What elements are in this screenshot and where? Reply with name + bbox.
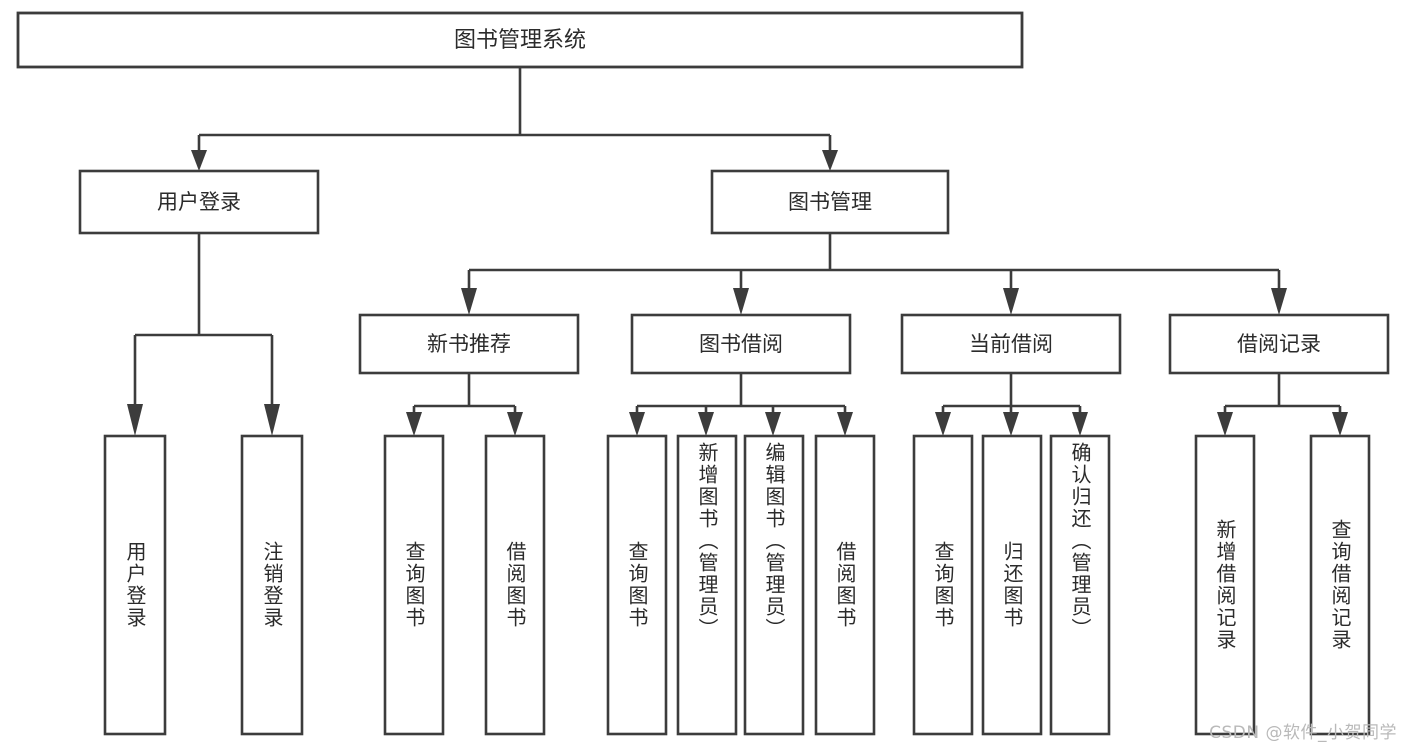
leaf-box-user-login-logout[interactable] xyxy=(240,434,304,736)
arrow-borrowrecord-leaf-1 xyxy=(1217,412,1233,436)
arrow-to-new-book xyxy=(461,288,477,315)
arrow-borrowrecord-leaf-2 xyxy=(1332,412,1348,436)
node-user-login[interactable]: 用户登录 xyxy=(78,169,320,235)
node-user-login-box[interactable] xyxy=(78,169,320,235)
leaf-box-currentborrow-confirm[interactable] xyxy=(1049,434,1111,736)
node-borrow-record-label: 借阅记录 xyxy=(1237,332,1321,356)
arrow-to-user-login xyxy=(191,150,207,171)
leaf-box-currentborrow-return[interactable] xyxy=(981,434,1043,736)
node-root-label: 图书管理系统 xyxy=(454,28,586,53)
node-user-login-label: 用户登录 xyxy=(157,190,241,214)
edges-layer xyxy=(127,67,1348,436)
leaf-box-bookborrow-lend[interactable] xyxy=(814,434,876,736)
nodes-layer: 图书管理系统 用户登录 图书管理 新书推荐 图书借阅 xyxy=(16,11,1390,736)
node-book-borrow-box[interactable] xyxy=(630,313,852,375)
node-current-borrow-label: 当前借阅 xyxy=(969,332,1053,356)
arrow-bookborrow-leaf-3 xyxy=(765,412,781,436)
node-borrow-record-box[interactable] xyxy=(1168,313,1390,375)
node-new-book-recommend-box[interactable] xyxy=(358,313,580,375)
arrow-to-borrow-record xyxy=(1271,288,1287,315)
arrow-to-book-mgmt xyxy=(822,150,838,171)
arrow-to-book-borrow xyxy=(733,288,749,315)
leaf-box-bookborrow-query[interactable] xyxy=(606,434,668,736)
arrow-to-current-borrow xyxy=(1003,288,1019,315)
node-new-book-recommend[interactable]: 新书推荐 xyxy=(358,313,580,375)
node-new-book-recommend-label: 新书推荐 xyxy=(427,332,511,356)
arrow-currentborrow-leaf-2 xyxy=(1003,412,1019,436)
node-borrow-record[interactable]: 借阅记录 xyxy=(1168,313,1390,375)
node-root-box[interactable] xyxy=(16,11,1024,69)
arrow-currentborrow-leaf-1 xyxy=(935,412,951,436)
node-book-borrow-label: 图书借阅 xyxy=(699,332,783,356)
leaf-box-bookborrow-add[interactable] xyxy=(676,434,738,736)
arrow-userlogin-leaf-1 xyxy=(127,404,143,436)
leaf-box-user-login-login[interactable] xyxy=(103,434,167,736)
leaf-box-newbook-borrow[interactable] xyxy=(484,434,546,736)
arrow-bookborrow-leaf-1 xyxy=(629,412,645,436)
node-book-management[interactable]: 图书管理 xyxy=(710,169,950,235)
arrow-userlogin-leaf-2 xyxy=(264,404,280,436)
arrow-currentborrow-leaf-3 xyxy=(1072,412,1088,436)
arrow-bookborrow-leaf-4 xyxy=(837,412,853,436)
leaf-box-currentborrow-query[interactable] xyxy=(912,434,974,736)
arrow-bookborrow-leaf-2 xyxy=(698,412,714,436)
arrow-newbook-leaf-1 xyxy=(406,412,422,436)
csdn-watermark: CSDN @软件_小贺同学 xyxy=(1209,723,1397,743)
node-current-borrow[interactable]: 当前借阅 xyxy=(900,313,1122,375)
node-book-management-label: 图书管理 xyxy=(788,190,872,214)
leaf-box-bookborrow-edit[interactable] xyxy=(743,434,805,736)
node-root-book-management-system[interactable]: 图书管理系统 xyxy=(16,11,1024,69)
leaf-box-borrowrecord-add[interactable] xyxy=(1194,434,1256,736)
node-book-management-box[interactable] xyxy=(710,169,950,235)
node-current-borrow-box[interactable] xyxy=(900,313,1122,375)
leaf-box-borrowrecord-query[interactable] xyxy=(1309,434,1371,736)
node-book-borrow[interactable]: 图书借阅 xyxy=(630,313,852,375)
leaf-box-newbook-query[interactable] xyxy=(383,434,445,736)
arrow-newbook-leaf-2 xyxy=(507,412,523,436)
